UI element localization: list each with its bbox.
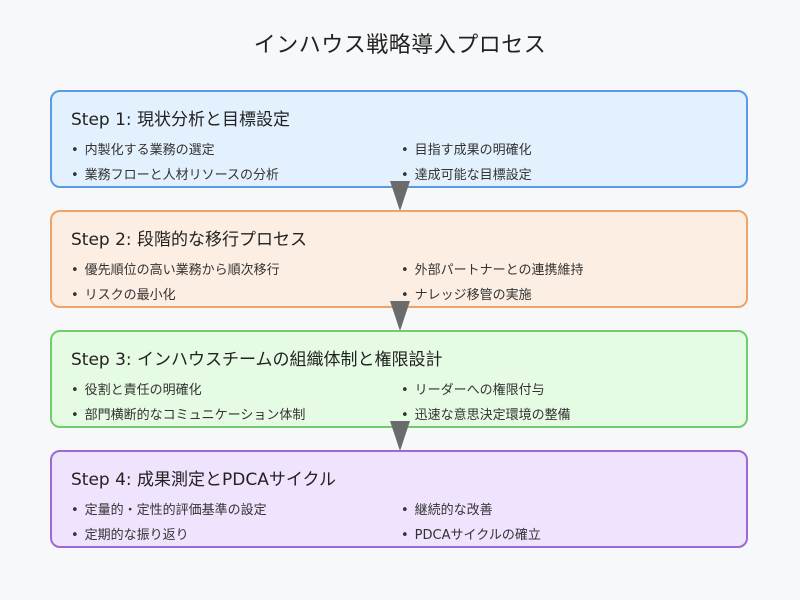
step-2-item-3: •リスクの最小化 [71,288,176,303]
bullet-icon: • [401,263,409,278]
bullet-icon: • [71,503,79,518]
bullet-icon: • [401,143,409,158]
step-2-box: Step 2: 段階的な移行プロセス •優先順位の高い業務から順次移行 •外部パ… [50,210,748,308]
step-2-item-4: •ナレッジ移管の実施 [401,288,532,303]
step-1-title: Step 1: 現状分析と目標設定 [71,110,291,130]
bullet-icon: • [401,408,409,423]
bullet-icon: • [401,503,409,518]
step-3-item-3: •部門横断的なコミュニケーション体制 [71,408,306,423]
bullet-icon: • [71,143,79,158]
arrow-down-icon [390,421,410,451]
step-2-item-1: •優先順位の高い業務から順次移行 [71,263,280,278]
step-4-item-4: •PDCAサイクルの確立 [401,528,541,543]
bullet-icon: • [71,383,79,398]
diagram-title: インハウス戦略導入プロセス [253,33,547,58]
bullet-icon: • [71,168,79,183]
step-3-item-2: •リーダーへの権限付与 [401,383,545,398]
step-1-item-2: •目指す成果の明確化 [401,143,532,158]
bullet-icon: • [71,288,79,303]
step-4-box: Step 4: 成果測定とPDCAサイクル •定量的・定性的評価基準の設定 •継… [50,450,748,548]
arrow-down-icon [390,301,410,331]
step-2-item-2: •外部パートナーとの連携維持 [401,263,584,278]
step-3-item-4: •迅速な意思決定環境の整備 [401,408,571,423]
bullet-icon: • [71,263,79,278]
bullet-icon: • [401,528,409,543]
bullet-icon: • [71,528,79,543]
step-3-item-1: •役割と責任の明確化 [71,383,202,398]
step-2-title: Step 2: 段階的な移行プロセス [71,230,308,250]
bullet-icon: • [401,383,409,398]
step-4-item-3: •定期的な振り返り [71,528,189,543]
bullet-icon: • [71,408,79,423]
arrow-down-icon [390,181,410,211]
step-1-item-1: •内製化する業務の選定 [71,143,215,158]
step-4-item-1: •定量的・定性的評価基準の設定 [71,503,267,518]
step-4-title: Step 4: 成果測定とPDCAサイクル [71,470,337,490]
bullet-icon: • [401,168,409,183]
step-3-box: Step 3: インハウスチームの組織体制と権限設計 •役割と責任の明確化 •リ… [50,330,748,428]
step-1-box: Step 1: 現状分析と目標設定 •内製化する業務の選定 •目指す成果の明確化… [50,90,748,188]
step-4-item-2: •継続的な改善 [401,503,493,518]
bullet-icon: • [401,288,409,303]
step-3-title: Step 3: インハウスチームの組織体制と権限設計 [71,350,443,370]
step-1-item-4: •達成可能な目標設定 [401,168,532,183]
step-1-item-3: •業務フローと人材リソースの分析 [71,168,280,183]
